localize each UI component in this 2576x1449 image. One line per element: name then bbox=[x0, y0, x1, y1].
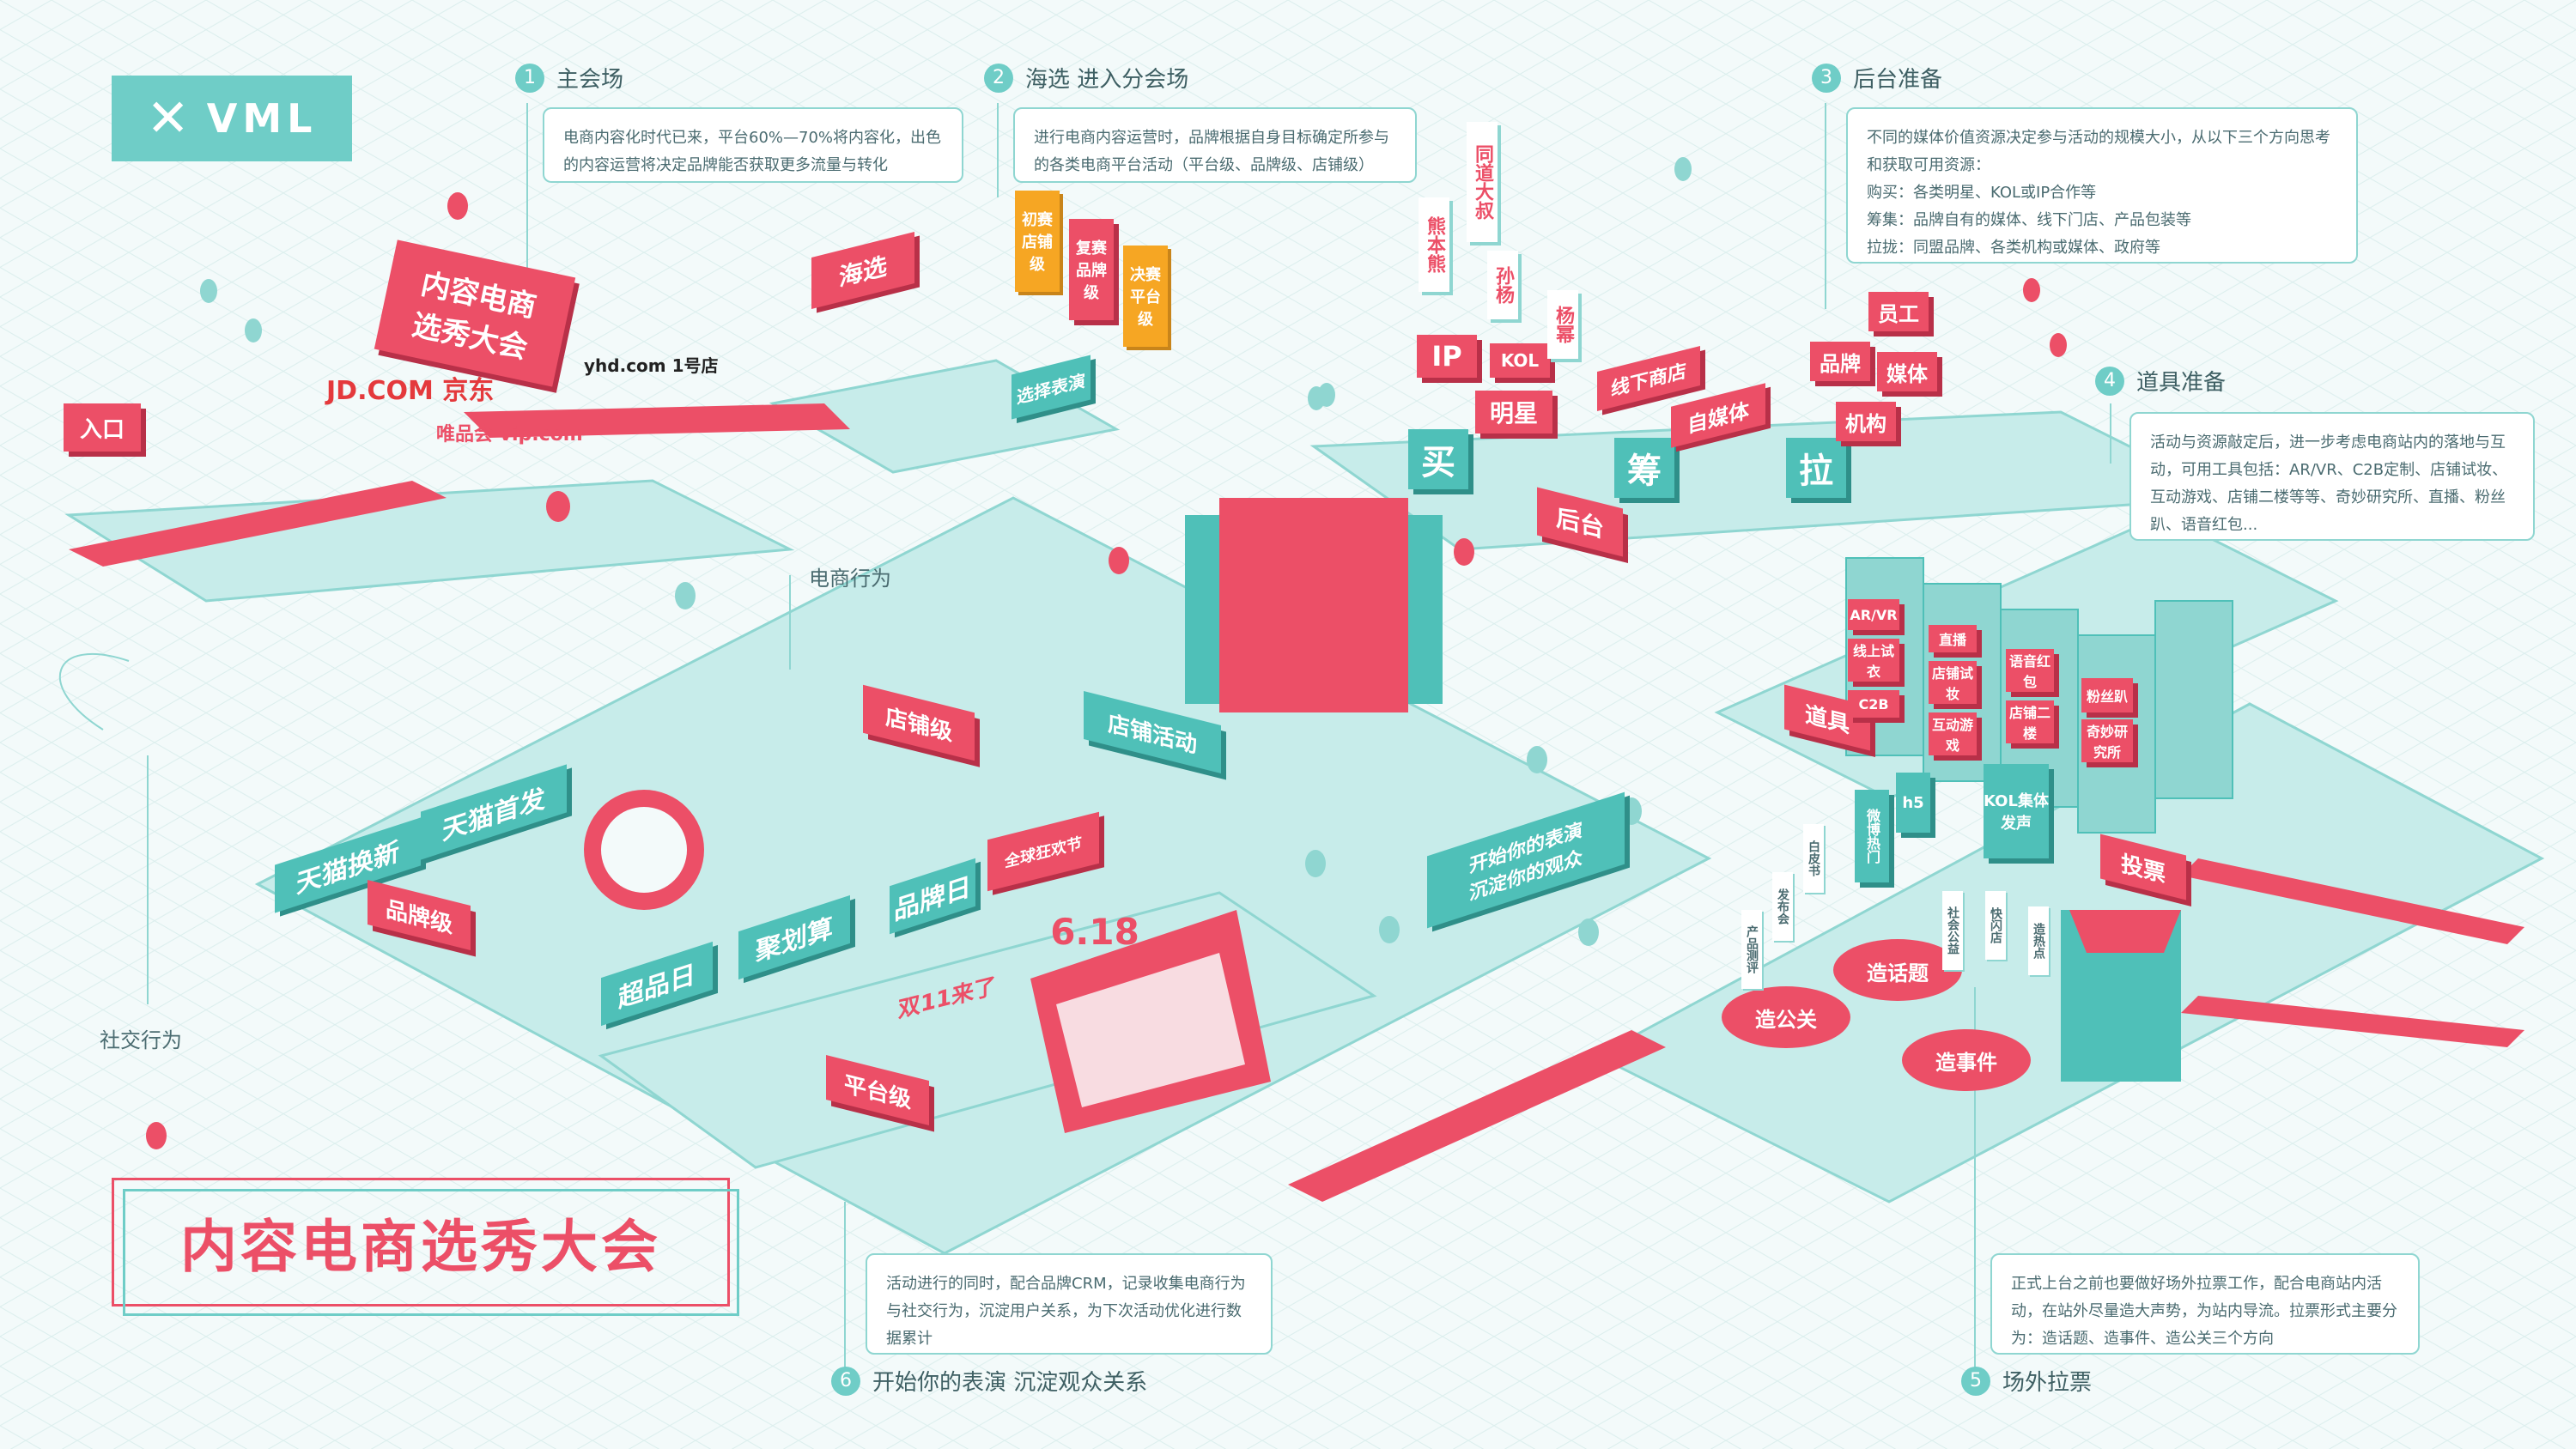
bubble-institution: 机构 bbox=[1836, 402, 1896, 441]
vote-tag: 微博热门 bbox=[1855, 790, 1889, 882]
step-5-note: 正式上台之前也要做好场外拉票工作，配合电商站内活动，在站外尽量造大声势，为站内导… bbox=[1990, 1253, 2420, 1355]
vml-logo-icon: ✕ bbox=[146, 88, 195, 149]
vote-tag: 发布会 bbox=[1772, 872, 1793, 941]
vote-tag: 产品测评 bbox=[1741, 910, 1762, 989]
step-3-note: 不同的媒体价值资源决定参与活动的规模大小，从以下三个方向思考和获取可用资源： 购… bbox=[1846, 107, 2358, 264]
bubble-brand: 品牌 bbox=[1810, 342, 1870, 381]
props-tag: 语音红包 bbox=[2006, 649, 2054, 692]
step-2-note: 进行电商内容运营时，品牌根据自身目标确定所参与的各类电商平台活动（平台级、品牌级… bbox=[1013, 107, 1417, 183]
flag-stage-3: 决赛 平台级 bbox=[1123, 246, 1168, 347]
vote-tag: KOL集体发声 bbox=[1984, 764, 2049, 858]
step-number: 6 bbox=[831, 1366, 860, 1396]
props-tag: 店铺试妆 bbox=[1929, 661, 1977, 704]
step-title: 主会场 bbox=[556, 67, 624, 93]
sign-raise: 筹 bbox=[1614, 438, 1674, 498]
step-title: 开始你的表演 沉淀观众关系 bbox=[872, 1370, 1148, 1396]
sign-buy: 买 bbox=[1408, 429, 1468, 489]
step-2-heading: 2 海选 进入分会场 bbox=[984, 62, 1188, 94]
props-tag: 互动游戏 bbox=[1929, 712, 1977, 755]
bubble-star: 明星 bbox=[1475, 391, 1552, 433]
step-number: 1 bbox=[515, 63, 544, 93]
props-tag: 线上试衣 bbox=[1848, 639, 1899, 682]
vipshop-logo: 唯品会 vip.com bbox=[436, 424, 583, 446]
yhd-logo: yhd.com 1号店 bbox=[584, 355, 719, 376]
step-5-heading: 5 场外拉票 bbox=[1961, 1365, 2092, 1397]
sign-entrance: 入口 bbox=[64, 403, 141, 452]
flag-stage-2: 复赛 品牌级 bbox=[1069, 219, 1114, 320]
props-tag: 店铺二楼 bbox=[2006, 700, 2054, 743]
step-4-note: 活动与资源敲定后，进一步考虑电商站内的落地与互动，可用工具包括：AR/VR、C2… bbox=[2129, 412, 2535, 541]
bubble-kol: KOL bbox=[1490, 343, 1550, 378]
step-number: 3 bbox=[1812, 63, 1841, 93]
tag-yang-mi: 杨幂 bbox=[1547, 290, 1578, 359]
props-tag: C2B bbox=[1848, 690, 1899, 718]
tag-xiong-ben-xiong: 熊本熊 bbox=[1419, 197, 1449, 292]
disc-make-pr: 造公关 bbox=[1755, 1007, 1817, 1032]
props-tag: AR/VR bbox=[1848, 599, 1899, 630]
flag-stage-1: 初赛 店铺级 bbox=[1015, 191, 1060, 292]
step-title: 海选 进入分会场 bbox=[1025, 67, 1189, 93]
step-4-heading: 4 道具准备 bbox=[2095, 365, 2226, 397]
step-title: 场外拉票 bbox=[2002, 1370, 2093, 1396]
tag-tong-dao-da-shu: 同道大叔 bbox=[1467, 122, 1498, 242]
vml-logo-text: VML bbox=[206, 95, 318, 142]
label-ecommerce-behavior: 电商行为 bbox=[809, 567, 891, 591]
step-1-note: 电商内容化时代已来，平台60%—70%将内容化，出色的内容运营将决定品牌能否获取… bbox=[543, 107, 963, 183]
disc-make-topic: 造话题 bbox=[1867, 961, 1929, 985]
step-number: 5 bbox=[1961, 1366, 1990, 1396]
step-number: 2 bbox=[984, 63, 1013, 93]
props-tag: 粉丝趴 bbox=[2081, 678, 2133, 712]
vote-tag: 造热点 bbox=[2028, 906, 2049, 975]
jd-logo: JD.COM 京东 bbox=[326, 376, 495, 406]
step-6-note: 活动进行的同时，配合品牌CRM，记录收集电商行为与社交行为，沉淀用户关系，为下次… bbox=[866, 1253, 1273, 1355]
tag-sun-yang: 孙杨 bbox=[1487, 251, 1518, 319]
vml-logo: ✕ VML bbox=[112, 76, 352, 161]
sign-618: 6.18 bbox=[1050, 910, 1139, 953]
sign-pull: 拉 bbox=[1786, 438, 1846, 498]
bubble-staff: 员工 bbox=[1868, 292, 1929, 331]
bubble-ip: IP bbox=[1417, 335, 1477, 378]
step-3-heading: 3 后台准备 bbox=[1812, 62, 1942, 94]
step-6-heading: 6 开始你的表演 沉淀观众关系 bbox=[831, 1365, 1147, 1397]
step-1-heading: 1 主会场 bbox=[515, 62, 623, 94]
vote-tag: 社会公益 bbox=[1942, 891, 1963, 970]
label-social-behavior: 社交行为 bbox=[100, 1028, 182, 1052]
vote-tag: 快闪店 bbox=[1985, 891, 2006, 960]
bubble-media: 媒体 bbox=[1877, 352, 1937, 391]
main-title: 内容电商选秀大会 bbox=[180, 1214, 661, 1280]
props-tag: 奇妙研究所 bbox=[2081, 719, 2133, 762]
step-title: 道具准备 bbox=[2136, 370, 2227, 396]
vote-tag: h5 bbox=[1896, 773, 1930, 833]
step-title: 后台准备 bbox=[1853, 67, 1943, 93]
props-tag: 直播 bbox=[1929, 625, 1977, 652]
step-number: 4 bbox=[2095, 366, 2124, 396]
vote-tag: 白皮书 bbox=[1803, 824, 1824, 893]
disc-make-event: 造事件 bbox=[1935, 1050, 1997, 1075]
main-title-box: 内容电商选秀大会 bbox=[112, 1178, 739, 1316]
